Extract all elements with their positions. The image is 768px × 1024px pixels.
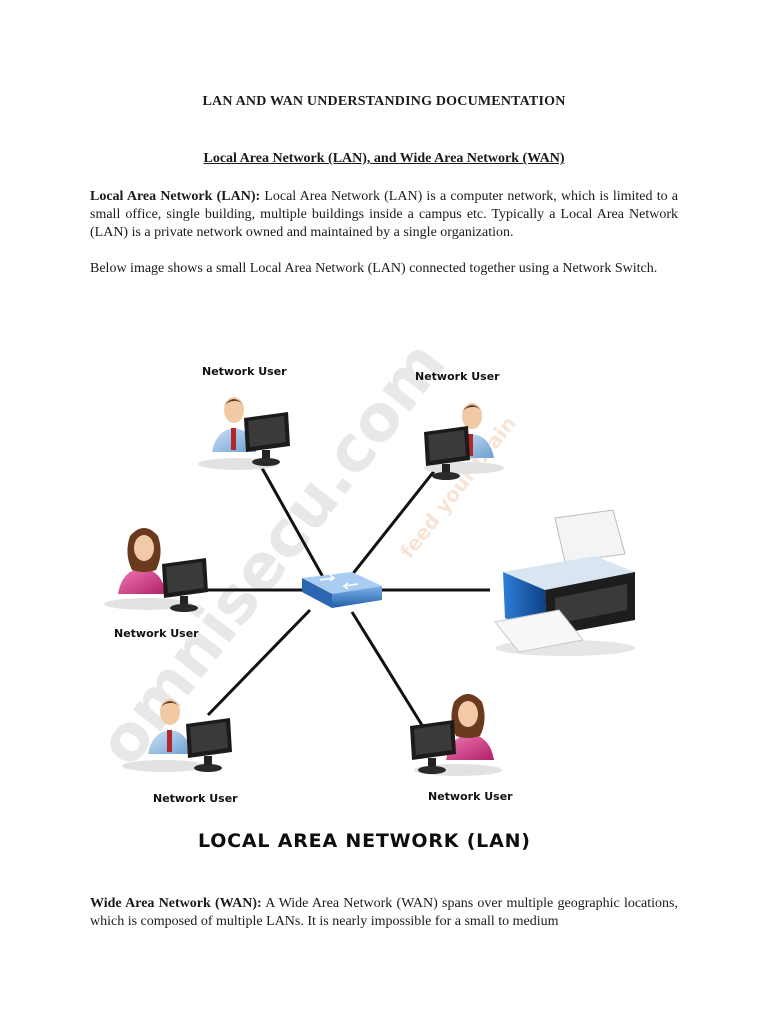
lan-definition-text: Local Area Network (LAN) is a computer n… bbox=[90, 189, 678, 240]
node-label-top-right: Network User bbox=[415, 370, 500, 383]
cable-top-right bbox=[338, 469, 437, 591]
cable-bottom-right bbox=[350, 611, 427, 731]
lan-diagram-svg: omnisecu.com feed your brain bbox=[90, 340, 635, 852]
image-intro-paragraph: Below image shows a small Local Area Net… bbox=[90, 261, 658, 276]
node-label-middle-left: Network User bbox=[114, 627, 199, 640]
cable-top-left bbox=[260, 467, 335, 596]
document-title: LAN AND WAN UNDERSTANDING DOCUMENTATION bbox=[202, 94, 566, 109]
lan-definition-paragraph: Local Area Network (LAN): Local Area Net… bbox=[90, 188, 678, 242]
user-computer-icon bbox=[122, 699, 232, 772]
wan-definition-text: A Wide Area Network (WAN) spans over mul… bbox=[90, 896, 679, 929]
user-computer-icon bbox=[424, 403, 504, 480]
section-heading: Local Area Network (LAN), and Wide Area … bbox=[203, 151, 565, 166]
network-switch-icon bbox=[302, 572, 382, 608]
user-computer-icon bbox=[104, 528, 208, 612]
lan-term: Local Area Network (LAN): bbox=[90, 189, 261, 204]
printer-icon bbox=[494, 509, 635, 656]
user-computer-icon bbox=[410, 694, 502, 776]
node-label-bottom-right: Network User bbox=[428, 790, 513, 803]
wan-definition-paragraph: Wide Area Network (WAN): A Wide Area Net… bbox=[90, 895, 678, 931]
node-label-bottom-left: Network User bbox=[153, 792, 238, 805]
lan-diagram: omnisecu.com feed your brain bbox=[90, 340, 690, 870]
user-computer-icon bbox=[198, 397, 290, 470]
cable-bottom-left bbox=[206, 608, 312, 717]
wan-term: Wide Area Network (WAN): bbox=[90, 896, 262, 911]
network-cables bbox=[202, 467, 490, 731]
diagram-caption: LOCAL AREA NETWORK (LAN) bbox=[198, 830, 531, 852]
node-label-top-left: Network User bbox=[202, 365, 287, 378]
